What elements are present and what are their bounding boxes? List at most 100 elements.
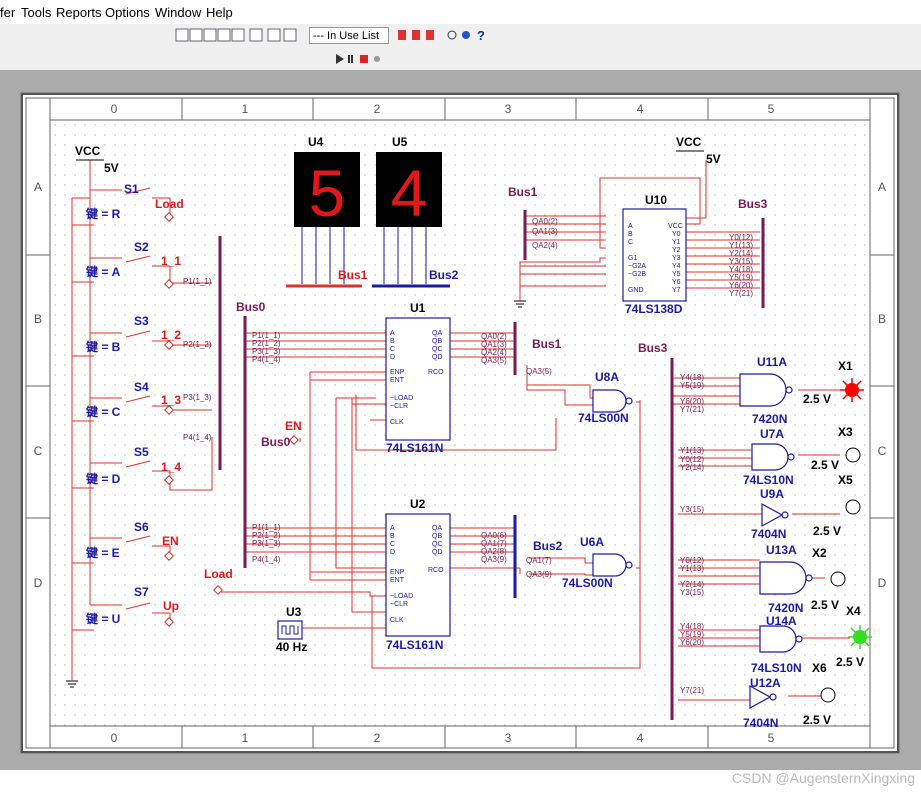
bus3-label: Bus3 (638, 341, 668, 355)
u1-qa2-label: QA2(4) (481, 348, 507, 357)
step-icon[interactable] (374, 56, 380, 62)
bus3-y2: Y2(14) (729, 249, 753, 258)
toolbar-button-9[interactable] (398, 30, 406, 40)
u12a-label: U12A (750, 676, 781, 690)
menu-bar: fer Tools Reports Options Window Help (0, 0, 921, 24)
u2-pin-d: D (390, 549, 395, 556)
toolbar-button-4[interactable] (217, 28, 231, 42)
connector-en (164, 551, 174, 561)
u13a-type: 7420N (768, 601, 803, 615)
u1-pin-clk: CLK (390, 419, 404, 426)
u9a-bubble (781, 511, 789, 519)
x2-probe (830, 571, 846, 587)
bus2-label: Bus2 (533, 539, 563, 553)
u2-pin-enp: ENP (390, 569, 405, 576)
row-label-d-right: D (878, 576, 887, 590)
menu-item-options[interactable]: Options (105, 5, 150, 20)
toolbar-button-5[interactable] (231, 28, 245, 42)
s7-label: S7 (134, 585, 149, 599)
net-1-3-label: 1_3 (161, 393, 181, 407)
u2-pin-load: ~LOAD (390, 593, 413, 600)
x1-label: X1 (838, 359, 853, 373)
toolbar-button-7[interactable] (267, 28, 281, 42)
p2-label: P2(1_2) (183, 340, 212, 349)
x4-label: X4 (846, 604, 861, 618)
u10-label: U10 (645, 193, 667, 207)
bus3-y6: Y6(20) (729, 281, 753, 290)
row-label-a-right: A (878, 180, 886, 194)
buses (218, 210, 765, 720)
u10-pin-y3: Y3 (672, 255, 681, 262)
toolbar-button-6[interactable] (249, 28, 263, 42)
u2-pin-clk: CLK (390, 617, 404, 624)
in-use-list-select[interactable]: --- In Use List (309, 27, 389, 44)
u8a-gate (592, 389, 627, 413)
toolbar-button-8[interactable] (283, 28, 297, 42)
menu-item-file[interactable]: fer (0, 5, 16, 20)
bus0-connector-label: Bus0 (261, 435, 291, 449)
u13-y0: Y0(12) (680, 556, 704, 565)
col-label-4: 4 (637, 102, 644, 116)
u10-pin-c: C (628, 239, 633, 246)
u1-pin-rco: RCO (428, 369, 444, 376)
toolbar-button-11[interactable] (426, 30, 434, 40)
u10-pin-vcc: VCC (668, 223, 683, 230)
x6-voltage: 2.5 V (803, 713, 831, 727)
col-label-2: 2 (374, 102, 381, 116)
bus1-label-u10: Bus1 (508, 185, 538, 199)
u7-y0: Y0(12) (680, 455, 704, 464)
u3-label: U3 (286, 605, 302, 619)
watermark: CSDN @AugensternXingxing (731, 770, 915, 786)
key-d-label: 键 = D (85, 471, 121, 486)
u9-y3: Y3(15) (680, 505, 704, 514)
u2-pin-c: C (390, 541, 395, 548)
zoom-icon[interactable] (447, 30, 457, 40)
x2-label: X2 (812, 546, 827, 560)
menu-item-help[interactable]: Help (206, 5, 233, 20)
vcc-label-u10: VCC (676, 135, 702, 149)
u1-pin-c: C (390, 346, 395, 353)
bus3-y3: Y3(15) (729, 257, 753, 266)
x5-voltage: 2.5 V (813, 524, 841, 538)
u6a-bubble (625, 561, 633, 569)
u7-y2: Y2(14) (680, 463, 704, 472)
u10-pin-y6: Y6 (672, 279, 681, 286)
u14a-gate (759, 625, 797, 653)
menu-item-window[interactable]: Window (155, 5, 202, 20)
schematic-sheet[interactable]: 0 1 2 3 4 5 0 1 2 3 4 5 A B C D A B C D (20, 92, 900, 754)
u2-pin-qb: QB (432, 533, 442, 540)
toolbar-button-10[interactable] (412, 30, 420, 40)
u14-y4: Y4(18) (680, 622, 704, 631)
u2-bus-p3: P3(1_3) (252, 539, 281, 548)
u13a-bubble (805, 574, 813, 582)
u13a-label: U13A (766, 543, 797, 557)
toolbar-button-3[interactable] (203, 28, 217, 42)
u12a-type: 7404N (743, 716, 778, 730)
probe-icon[interactable] (462, 31, 470, 39)
u6a-label: U6A (580, 535, 604, 549)
u11-y7: Y7(21) (680, 405, 704, 414)
help-icon[interactable]: ? (477, 28, 485, 43)
stop-icon[interactable] (360, 55, 368, 63)
u1-bus-p1: P1(1_1) (252, 331, 281, 340)
menu-item-reports[interactable]: Reports (56, 5, 102, 20)
run-icon[interactable] (336, 54, 344, 64)
u11a-label: U11A (757, 355, 787, 369)
u10-pin-g1: G1 (628, 255, 637, 262)
menu-item-tools[interactable]: Tools (21, 5, 52, 20)
bus1-qa1-label: QA1(3) (532, 227, 558, 236)
toolbar-button-2[interactable] (189, 28, 203, 42)
col-label-4-bottom: 4 (637, 731, 644, 745)
u1-pin-b: B (390, 338, 395, 345)
u13-y3: Y3(15) (680, 588, 704, 597)
u1-chip (385, 317, 451, 441)
u2-pin-a: A (390, 525, 395, 532)
u8a-bubble (625, 397, 633, 405)
u10-pin-y7: Y7 (672, 287, 681, 294)
s6-label: S6 (134, 520, 149, 534)
u6-qa3-label: QA3(9) (526, 570, 552, 579)
u2-pin-qc: QC (432, 541, 443, 548)
u4-label: U4 (308, 135, 324, 149)
pause-icon[interactable] (348, 55, 350, 63)
toolbar-button-1[interactable] (175, 28, 189, 42)
